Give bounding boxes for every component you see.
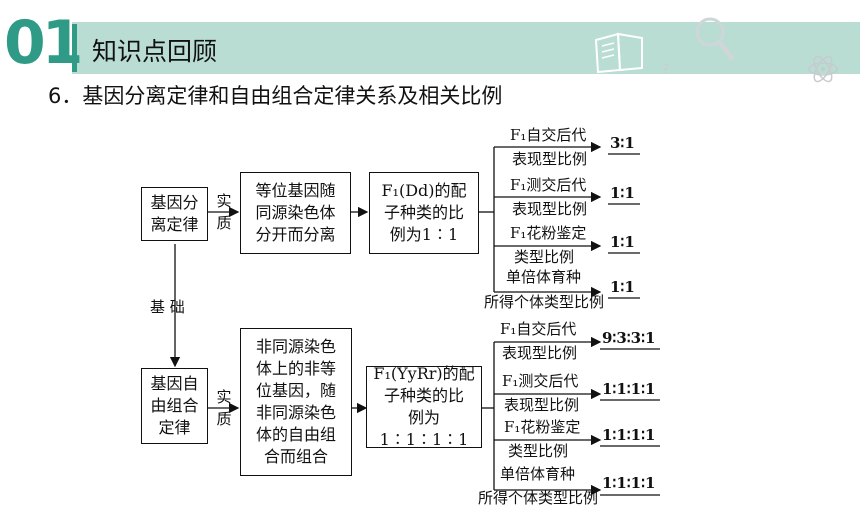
bottom-branch-1-line1: F₁自交后代 [500, 320, 577, 338]
top-branch-1-ratio: 3∶1 [610, 134, 635, 152]
header-divider [72, 24, 77, 72]
bottom-branch-4-line1: 单倍体育种 [500, 465, 576, 483]
bottom-gamete-ratio-text: F₁(YyRr)的配 子种类的比 例为1∶1∶1∶1 [373, 364, 475, 449]
bottom-branch-2-line2: 表现型比例 [504, 396, 580, 414]
top-gamete-ratio-box: F₁(Dd)的配 子种类的比 例为1∶1 [369, 172, 479, 254]
magnifier-icon [695, 17, 735, 61]
segregation-law-label: 基因分 离定律 [150, 193, 199, 234]
subtitle: 6．基因分离定律和自由组合定律关系及相关比例 [48, 84, 503, 108]
bottom-branch-3-line1: F₁花粉鉴定 [504, 418, 581, 436]
top-branch-1-line1: F₁自交后代 [510, 126, 587, 144]
bottom-branch-1-line2: 表现型比例 [502, 344, 578, 362]
top-essence-label: 实 质 [216, 192, 232, 232]
segregation-law-box: 基因分 离定律 [141, 187, 208, 241]
independent-assortment-law-box: 基因自 由组合 定律 [141, 368, 208, 444]
atom-icon [808, 55, 838, 83]
top-branch-2-line1: F₁测交后代 [510, 176, 587, 194]
top-gamete-ratio-text: F₁(Dd)的配 子种类的比 例为1∶1 [381, 181, 467, 244]
question-mark-icon: ? [662, 62, 669, 78]
bottom-branch-2-line1: F₁测交后代 [502, 372, 579, 390]
basis-label: 基 础 [150, 298, 185, 316]
bottom-branch-3-ratio: 1∶1∶1∶1 [602, 426, 656, 444]
top-branch-4-line1: 单倍体育种 [506, 268, 582, 286]
bottom-branch-1-ratio: 9∶3∶3∶1 [602, 329, 656, 347]
book-icon [594, 32, 643, 74]
top-branch-2-line2: 表现型比例 [512, 200, 588, 218]
top-branch-1-line2: 表现型比例 [512, 150, 588, 168]
independent-assortment-law-label: 基因自 由组合 定律 [150, 374, 199, 437]
top-branch-4-ratio: 1∶1 [610, 278, 635, 296]
bottom-branch-4-line2: 所得个体类型比例 [478, 489, 599, 507]
svg-text:?: ? [662, 62, 669, 78]
bottom-branch-4-ratio: 1∶1∶1∶1 [602, 474, 656, 492]
bottom-gamete-ratio-box: F₁(YyRr)的配 子种类的比 例为1∶1∶1∶1 [366, 364, 482, 449]
header-band [72, 22, 860, 74]
bottom-essence-label: 实 质 [216, 388, 232, 428]
assortment-mechanism-box: 非同源染色 体上的非等 位基因，随 非同源染色 体的自由组 合而组合 [240, 328, 352, 476]
segregation-mechanism-box: 等位基因随 同源染色体 分开而分离 [240, 172, 351, 254]
top-branch-2-ratio: 1∶1 [610, 184, 635, 202]
section-title: 知识点回顾 [92, 37, 218, 66]
bottom-branch-3-line2: 类型比例 [508, 442, 569, 460]
bottom-branch-2-ratio: 1∶1∶1∶1 [602, 380, 656, 398]
top-branch-4-line2: 所得个体类型比例 [484, 293, 605, 311]
section-number: 01 [4, 8, 83, 78]
top-branch-3-line1: F₁花粉鉴定 [510, 224, 587, 242]
top-branch-3-ratio: 1∶1 [610, 233, 635, 251]
top-branch-3-line2: 类型比例 [514, 248, 575, 266]
segregation-mechanism-text: 等位基因随 同源染色体 分开而分离 [255, 181, 336, 244]
assortment-mechanism-text: 非同源染色 体上的非等 位基因，随 非同源染色 体的自由组 合而组合 [255, 337, 336, 466]
